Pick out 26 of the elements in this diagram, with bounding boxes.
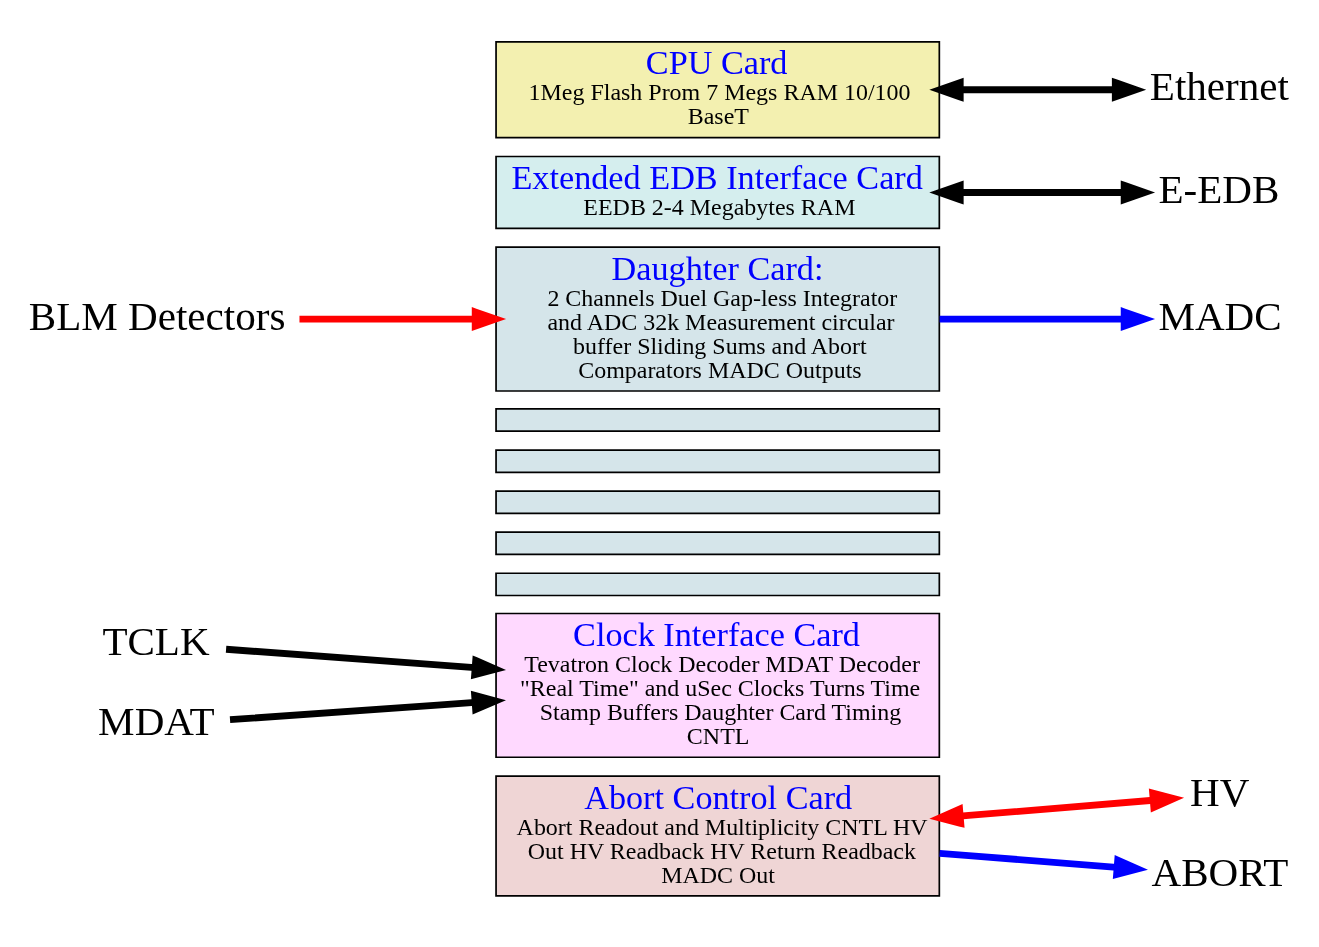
arrow <box>229 690 506 723</box>
node-text: BLM Detectors <box>28 292 286 339</box>
node-bar <box>495 448 941 473</box>
arrow <box>929 788 1185 828</box>
arrow <box>939 849 1148 879</box>
arrow <box>299 306 507 331</box>
arrow <box>225 645 507 679</box>
node-bar <box>495 571 941 596</box>
node-bar <box>495 407 941 432</box>
node-text: HV <box>1190 768 1250 815</box>
arrow <box>929 179 1156 204</box>
node-text: TCLK <box>102 617 210 664</box>
node-bar <box>495 530 941 555</box>
arrow <box>929 77 1147 102</box>
node-box: Clock Interface Card Tevatron Clock Decoder MDAT Decoder "Real Time" and uSec Clocks Turns Time Stamp Buffers Daughter Card Timing CNTL <box>495 612 941 758</box>
node-bar <box>495 489 941 514</box>
node-text: MADC <box>1158 292 1282 339</box>
node-text: MDAT <box>98 697 215 744</box>
node-box: CPU Card 1Meg Flash Prom 7 Megs RAM 10/100 BaseT <box>495 40 941 139</box>
node-text: E-EDB <box>1158 165 1280 212</box>
node-text: Ethernet <box>1149 62 1289 109</box>
node-box: Daughter Card: 2 Channels Duel Gap-less Integrator and ADC 32k Measurement circular buffer Sliding Sums and Abort Comparators MADC Outputs <box>495 245 941 392</box>
arrow <box>939 306 1156 331</box>
node-box: Extended EDB Interface Card EEDB 2-4 Megabytes RAM <box>495 155 941 229</box>
node-box: Abort Control Card Abort Readout and Multiplicity CNTL HV Out HV Readback HV Return Readback MADC Out <box>495 774 941 897</box>
node-text: ABORT <box>1151 848 1289 895</box>
